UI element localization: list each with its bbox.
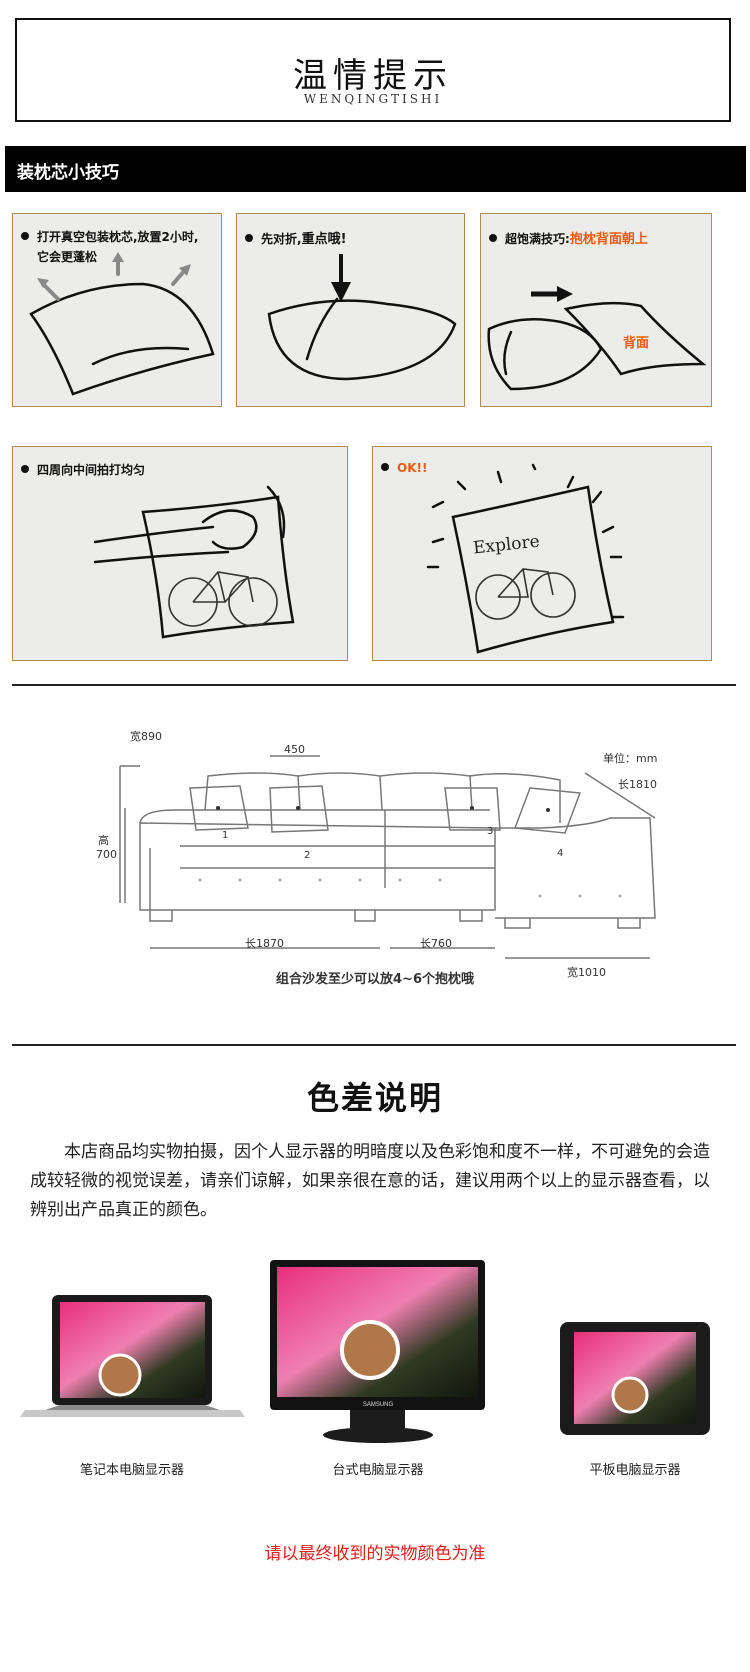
tablet-icon <box>560 1322 710 1435</box>
tip-panel-2: 先对折,重点哦! <box>236 213 465 407</box>
pillow-number-2: 2 <box>304 850 311 861</box>
dim-height-700: 700 <box>96 848 117 861</box>
dim-length-1870: 长1870 <box>245 937 284 950</box>
pillow-number-1: 1 <box>222 830 229 841</box>
section-divider <box>12 684 736 686</box>
color-note-description: 本店商品均实物拍摄，因个人显示器的明暗度以及色彩饱和度不一样，不可避免的会造成较… <box>30 1142 710 1220</box>
pillow-backside-illustration <box>487 286 707 391</box>
pillow-number-4: 4 <box>557 848 564 859</box>
monitor-brand-text: SAMSUNG <box>363 1402 394 1408</box>
dim-width-890: 宽890 <box>130 730 162 743</box>
laptop-icon <box>20 1295 245 1417</box>
device-illustrations: SAMSUNG <box>20 1260 710 1443</box>
sofa-dimension-diagram <box>119 755 656 959</box>
sofa-caption: 组合沙发至少可以放4~6个抱枕哦 <box>276 972 474 987</box>
tip-1-label: 打开真空包装枕芯,放置2小时, <box>21 228 198 245</box>
header-box: 温情提示 WENQINGTISHI <box>15 18 731 122</box>
bullet-dot-icon <box>21 465 29 473</box>
tip-3-label: 超饱满技巧:抱枕背面朝上 <box>489 228 648 247</box>
dim-height-label: 高 <box>98 834 109 847</box>
dim-unit: 单位：mm <box>603 752 658 765</box>
page-title: 温情提示 <box>293 56 453 96</box>
tips-section-bar: 装枕芯小技巧 <box>5 146 746 192</box>
dim-pillow-450: 450 <box>284 743 305 756</box>
bullet-dot-icon <box>245 234 253 242</box>
tip-panel-4: 四周向中间拍打均匀 <box>12 446 348 661</box>
bullet-dot-icon <box>381 463 389 471</box>
tip-4-label: 四周向中间拍打均匀 <box>21 461 145 478</box>
color-note-title: 色差说明 <box>306 1079 443 1117</box>
tip-2-label: 先对折,重点哦! <box>245 228 347 247</box>
pillow-done-illustration <box>426 463 625 654</box>
bullet-dot-icon <box>21 232 29 240</box>
device-label-laptop: 笔记本电脑显示器 <box>79 1463 184 1478</box>
page-subtitle: WENQINGTISHI <box>303 92 443 106</box>
pillow-number-3: 3 <box>487 826 494 837</box>
dim-length-760: 长760 <box>420 937 452 950</box>
pillow-fold-illustration <box>267 254 457 381</box>
section-divider <box>12 1044 736 1046</box>
dim-length-1810: 长1810 <box>618 778 657 791</box>
pillow-patting-illustration <box>93 485 295 639</box>
tip-panel-1: 打开真空包装枕芯,放置2小时, 它会更蓬松 <box>12 213 222 407</box>
bullet-dot-icon <box>489 234 497 242</box>
device-label-desktop: 台式电脑显示器 <box>332 1463 424 1478</box>
device-label-tablet: 平板电脑显示器 <box>589 1463 681 1478</box>
dim-width-1010: 宽1010 <box>567 966 606 979</box>
back-side-annotation: 背面 <box>623 336 650 351</box>
tip-panel-3: 超饱满技巧:抱枕背面朝上 背面 <box>480 213 712 407</box>
tip-1-label-line2: 它会更蓬松 <box>37 250 98 264</box>
final-color-note: 请以最终收到的实物颜色为准 <box>264 1544 486 1564</box>
tip-5-label: OK!! <box>381 461 427 475</box>
desktop-monitor-icon <box>270 1260 485 1443</box>
tip-panel-5: OK!! Explore <box>372 446 712 661</box>
pillow-expand-illustration <box>29 252 215 396</box>
tips-section-title: 装枕芯小技巧 <box>17 163 119 183</box>
